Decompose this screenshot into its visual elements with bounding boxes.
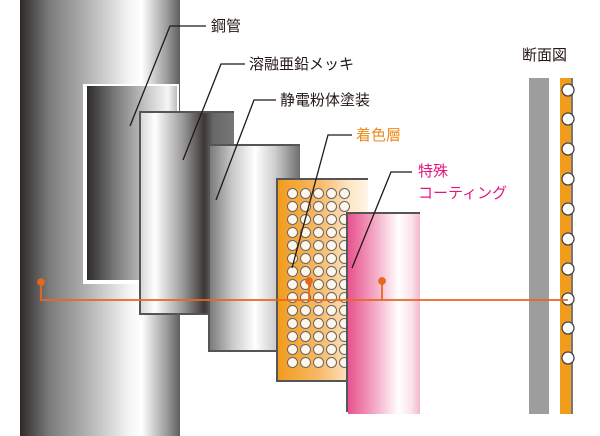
label-color-layer: 着色層 (356, 126, 402, 144)
label-section-view: 断面図 (522, 46, 568, 64)
color-layer-dot-pattern (286, 187, 351, 369)
label-hot-dip-galvanizing: 溶融亜鉛メッキ (249, 55, 355, 73)
label-special-coating-line2: コーティング (418, 184, 508, 202)
label-special-coating-line1: 特殊 (418, 162, 449, 180)
label-steel-pipe: 鋼管 (211, 17, 242, 35)
section-steel-bar (529, 78, 549, 414)
label-electrostatic-powder-coating: 静電粉体塗装 (280, 91, 371, 109)
section-orange-bar (560, 78, 571, 414)
section-edge-line (571, 78, 573, 414)
